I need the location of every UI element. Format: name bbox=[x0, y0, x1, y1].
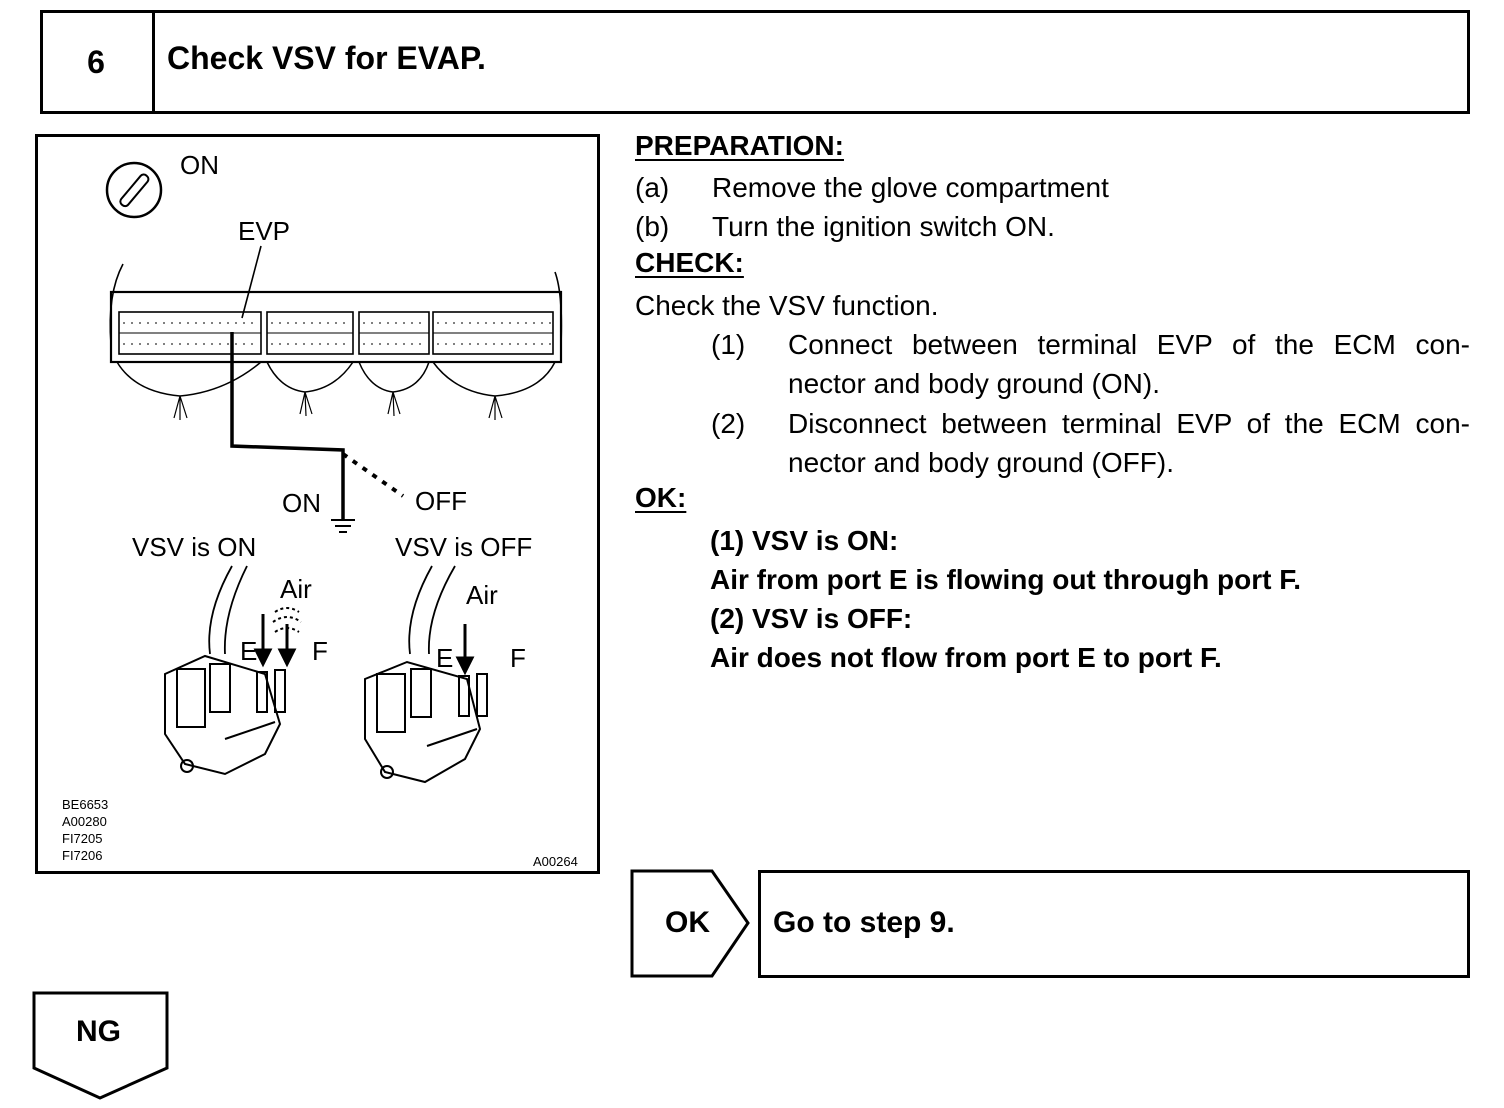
step-header bbox=[40, 10, 1470, 114]
check-heading: CHECK: bbox=[635, 247, 744, 278]
air-label-on: Air bbox=[280, 574, 312, 604]
vsv-off-valve-icon bbox=[364, 565, 488, 784]
port-f-on-label: F bbox=[312, 636, 328, 666]
check-item-marker: (2) bbox=[711, 408, 746, 439]
preparation-step-marker: (b) bbox=[635, 211, 670, 242]
evp-terminal-label: EVP bbox=[238, 216, 291, 246]
check-item-line: Connect between terminal EVP of the ECM … bbox=[788, 329, 1470, 360]
test-wire bbox=[230, 332, 345, 520]
ok-arrow-shape bbox=[630, 869, 750, 978]
ok-line: Air from port E is flowing out through p… bbox=[710, 564, 1302, 595]
switch-off-label: OFF bbox=[415, 486, 467, 516]
ecm-connector-diagram bbox=[105, 161, 563, 784]
ignition-key-icon bbox=[105, 161, 163, 219]
vsv-on-label: VSV is ON bbox=[132, 532, 257, 562]
ok-line: Air does not flow from port E to port F. bbox=[710, 642, 1222, 673]
preparation-step-text: Turn the ignition switch ON. bbox=[712, 211, 1055, 242]
check-item-marker: (1) bbox=[711, 329, 746, 360]
step-title: Check VSV for EVAP. bbox=[167, 40, 486, 76]
evp-pointer-line bbox=[241, 245, 262, 319]
off-switch-path bbox=[341, 452, 405, 498]
diagram-figure bbox=[35, 134, 600, 874]
check-item-line: nector and body ground (OFF). bbox=[788, 447, 1174, 478]
check-item-line: Disconnect between terminal EVP of the E… bbox=[788, 408, 1470, 439]
preparation-step-marker: (a) bbox=[635, 172, 670, 203]
ng-arrow-shape bbox=[32, 991, 169, 1100]
ignition-on-label: ON bbox=[180, 150, 219, 180]
figure-code: FI7205 bbox=[62, 831, 103, 846]
step-number: 6 bbox=[40, 10, 155, 114]
figure-code: BE6653 bbox=[62, 797, 109, 812]
ng-result-label: NG bbox=[76, 1015, 121, 1048]
preparation-step-text: Remove the glove compartment bbox=[712, 172, 1109, 203]
switch-on-label: ON bbox=[282, 488, 321, 518]
port-e-on-label: E bbox=[240, 636, 258, 666]
port-f-off-label: F bbox=[510, 643, 526, 673]
check-intro: Check the VSV function. bbox=[635, 290, 939, 321]
preparation-heading: PREPARATION: bbox=[635, 130, 844, 161]
ok-heading: OK: bbox=[635, 482, 687, 513]
ground-icon bbox=[331, 519, 355, 533]
vsv-off-label: VSV is OFF bbox=[395, 532, 533, 562]
ok-action-box bbox=[758, 870, 1470, 978]
port-e-off-label: E bbox=[436, 643, 454, 673]
ecm-connector-icon bbox=[109, 263, 563, 420]
figure-code: A00280 bbox=[62, 814, 107, 829]
figure-reference-codes: BE6653 A00280 FI7205 FI7206 bbox=[62, 796, 108, 864]
ok-action-text: Go to step 9. bbox=[773, 906, 955, 939]
figure-code: FI7206 bbox=[62, 848, 103, 863]
figure-id: A00264 bbox=[533, 854, 578, 869]
check-item-line: nector and body ground (ON). bbox=[788, 368, 1160, 399]
ok-line: (1) VSV is ON: bbox=[710, 525, 899, 556]
ok-result-label: OK bbox=[665, 906, 710, 939]
ok-line: (2) VSV is OFF: bbox=[710, 603, 913, 634]
vsv-on-valve-icon bbox=[164, 565, 286, 776]
air-label-off: Air bbox=[466, 580, 498, 610]
